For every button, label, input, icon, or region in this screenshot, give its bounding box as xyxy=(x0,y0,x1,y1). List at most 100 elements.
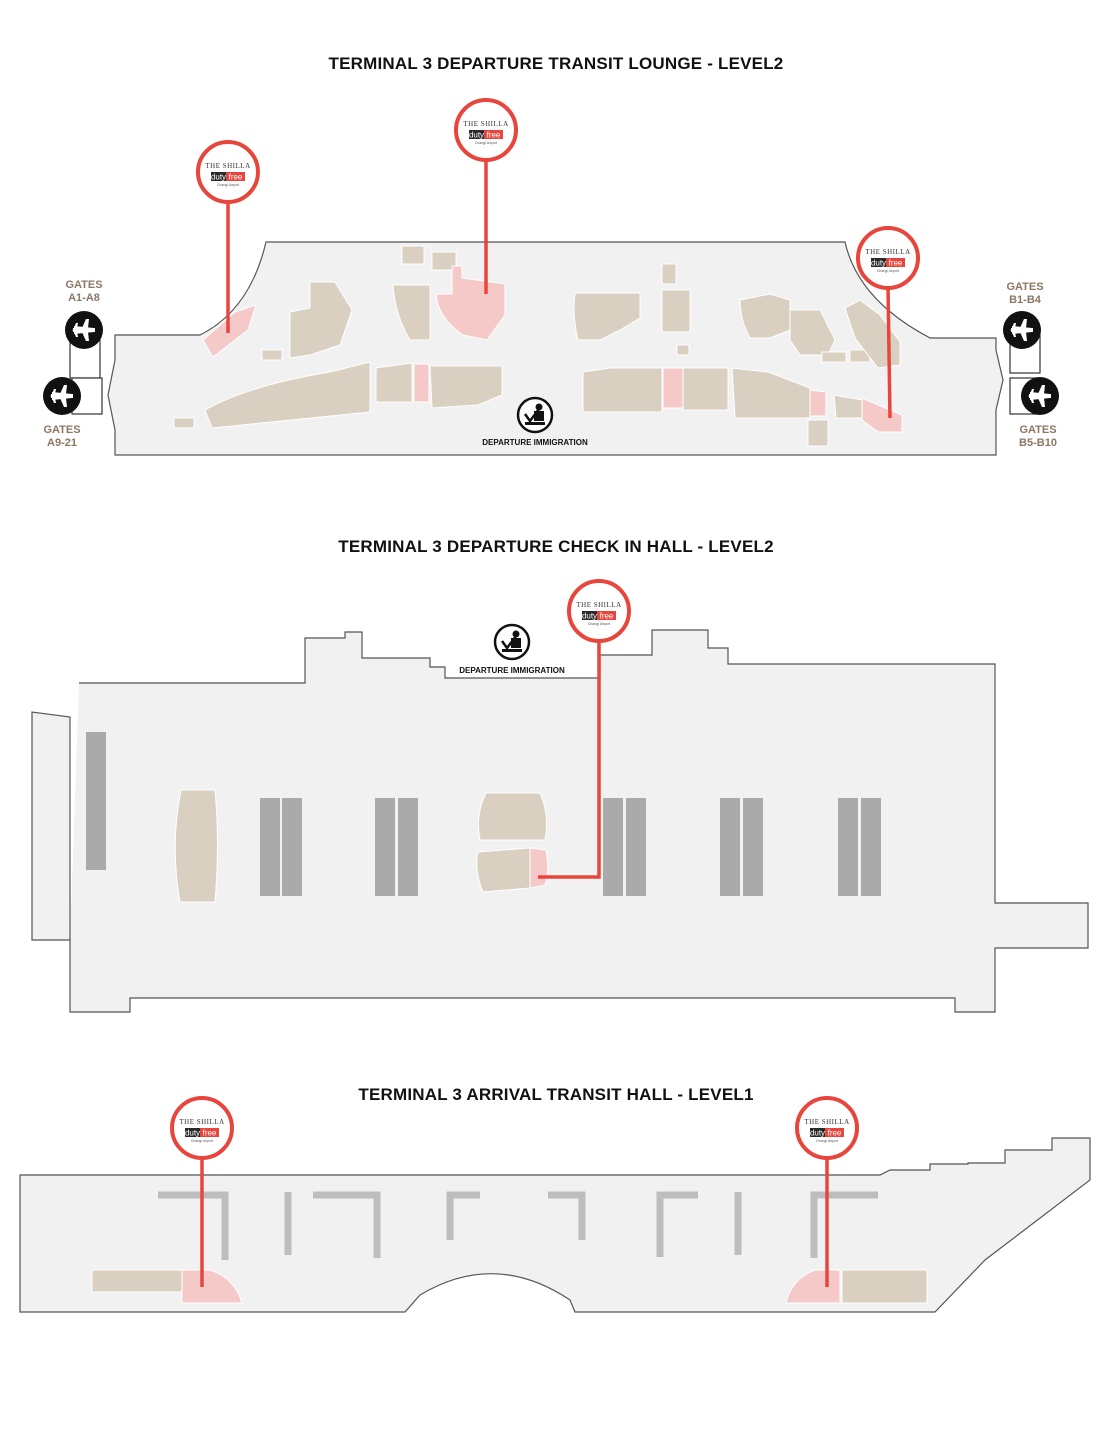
svg-text:free: free xyxy=(203,1129,217,1138)
check-in-counter xyxy=(86,732,106,870)
gate-label: GATES xyxy=(65,279,102,291)
shilla-duty-free-logo[interactable]: THE SHILLA duty free Changi Airport xyxy=(454,98,518,162)
svg-text:Changi Airport: Changi Airport xyxy=(816,1139,838,1143)
shop-unit xyxy=(841,1269,928,1304)
shop-unit xyxy=(821,351,847,363)
shop-unit xyxy=(661,263,677,285)
shop-unit xyxy=(844,299,901,369)
check-in-counter xyxy=(398,798,418,896)
gate-range: A9-21 xyxy=(47,437,77,449)
svg-text:Changi Airport: Changi Airport xyxy=(191,1139,213,1143)
svg-text:free: free xyxy=(828,1129,842,1138)
map-check-in-hall: DEPARTURE IMMIGRATION xyxy=(31,623,1089,1013)
map-arrival-transit-hall xyxy=(19,1137,1091,1313)
check-in-counter xyxy=(626,798,646,896)
shop-unit xyxy=(91,1269,183,1293)
shop-unit xyxy=(676,344,690,356)
svg-text:THE SHILLA: THE SHILLA xyxy=(179,1118,224,1126)
svg-text:Changi Airport: Changi Airport xyxy=(877,269,899,273)
shilla-duty-free-logo[interactable]: THE SHILLA duty free Changi Airport xyxy=(856,226,920,290)
pin-line xyxy=(886,285,892,419)
shop-unit xyxy=(476,847,531,893)
shop-unit xyxy=(431,251,457,271)
svg-text:duty: duty xyxy=(582,612,597,621)
shop-row xyxy=(204,361,371,429)
shop-unit xyxy=(661,289,691,333)
baggage-belt xyxy=(313,1191,381,1258)
check-in-counter xyxy=(838,798,858,896)
shilla-shop xyxy=(662,367,684,409)
svg-text:duty: duty xyxy=(810,1129,825,1138)
shop-unit xyxy=(392,284,431,341)
svg-text:THE SHILLA: THE SHILLA xyxy=(804,1118,849,1126)
gate-label: GATES xyxy=(1019,424,1056,436)
svg-text:Changi Airport: Changi Airport xyxy=(217,183,239,187)
svg-text:THE SHILLA: THE SHILLA xyxy=(865,248,910,256)
shop-unit xyxy=(478,792,548,841)
shop-unit xyxy=(573,292,641,341)
airplane-icon xyxy=(1021,377,1059,415)
shop-unit xyxy=(807,419,829,447)
airplane-icon xyxy=(65,311,103,349)
gate-label: GATES xyxy=(43,424,80,436)
floor-plan xyxy=(19,1137,1091,1313)
shilla-duty-free-logo[interactable]: THE SHILLA duty free Changi Airport xyxy=(196,140,260,204)
baggage-belt xyxy=(656,1191,698,1257)
baggage-belt xyxy=(158,1191,229,1260)
shilla-shop xyxy=(861,397,903,433)
check-in-counter xyxy=(861,798,881,896)
immigration-icon xyxy=(516,396,554,434)
map-transit-lounge: GATES A1-A8 GATES A9-21 GATES B1-B4 GATE… xyxy=(43,158,1059,456)
shop-unit xyxy=(739,293,791,339)
shop-unit xyxy=(429,365,503,409)
shilla-shop xyxy=(413,363,430,403)
gate-range: B1-B4 xyxy=(1009,294,1042,306)
check-in-counter xyxy=(282,798,302,896)
baggage-belt xyxy=(446,1191,480,1240)
check-in-counter xyxy=(743,798,763,896)
immigration-label: DEPARTURE IMMIGRATION xyxy=(482,438,588,447)
svg-text:free: free xyxy=(487,131,501,140)
baggage-belt xyxy=(810,1191,878,1258)
svg-text:duty: duty xyxy=(871,259,886,268)
shilla-duty-free-logo[interactable]: THE SHILLA duty free Changi Airport xyxy=(170,1096,234,1160)
svg-text:free: free xyxy=(600,612,614,621)
pin-line xyxy=(538,640,601,879)
shop-unit xyxy=(174,789,218,903)
check-in-counter xyxy=(260,798,280,896)
immigration-icon xyxy=(493,623,531,661)
check-in-counter xyxy=(375,798,395,896)
svg-text:Changi Airport: Changi Airport xyxy=(588,622,610,626)
check-in-counter xyxy=(720,798,740,896)
floor-plan xyxy=(31,629,1089,1013)
shop-unit xyxy=(401,245,425,265)
shilla-shop xyxy=(181,1269,243,1304)
svg-text:THE SHILLA: THE SHILLA xyxy=(205,162,250,170)
shilla-duty-free-logo[interactable]: THE SHILLA duty free Changi Airport xyxy=(795,1096,859,1160)
shilla-shop xyxy=(529,847,549,889)
svg-text:duty: duty xyxy=(469,131,484,140)
shop-unit xyxy=(261,349,283,361)
shop-unit xyxy=(375,362,413,403)
map-title-arrival-transit-hall: TERMINAL 3 ARRIVAL TRANSIT HALL - LEVEL1 xyxy=(358,1085,754,1104)
svg-text:free: free xyxy=(889,259,903,268)
check-in-counter xyxy=(603,798,623,896)
shilla-duty-free-logo[interactable]: THE SHILLA duty free Changi Airport xyxy=(567,579,631,643)
svg-text:Changi Airport: Changi Airport xyxy=(475,141,497,145)
map-title-transit-lounge: TERMINAL 3 DEPARTURE TRANSIT LOUNGE - LE… xyxy=(328,54,784,73)
shop-unit xyxy=(173,417,195,429)
shilla-shop xyxy=(809,389,827,417)
immigration-label: DEPARTURE IMMIGRATION xyxy=(459,666,565,675)
svg-text:free: free xyxy=(229,173,243,182)
airplane-icon xyxy=(43,377,81,415)
shop-unit xyxy=(682,367,729,411)
gate-range: A1-A8 xyxy=(68,292,100,304)
gate-range: B5-B10 xyxy=(1019,437,1057,449)
shop-unit xyxy=(289,281,353,359)
svg-text:duty: duty xyxy=(211,173,226,182)
svg-text:duty: duty xyxy=(185,1129,200,1138)
svg-text:THE SHILLA: THE SHILLA xyxy=(463,120,508,128)
airplane-icon xyxy=(1003,311,1041,349)
svg-text:THE SHILLA: THE SHILLA xyxy=(576,601,621,609)
